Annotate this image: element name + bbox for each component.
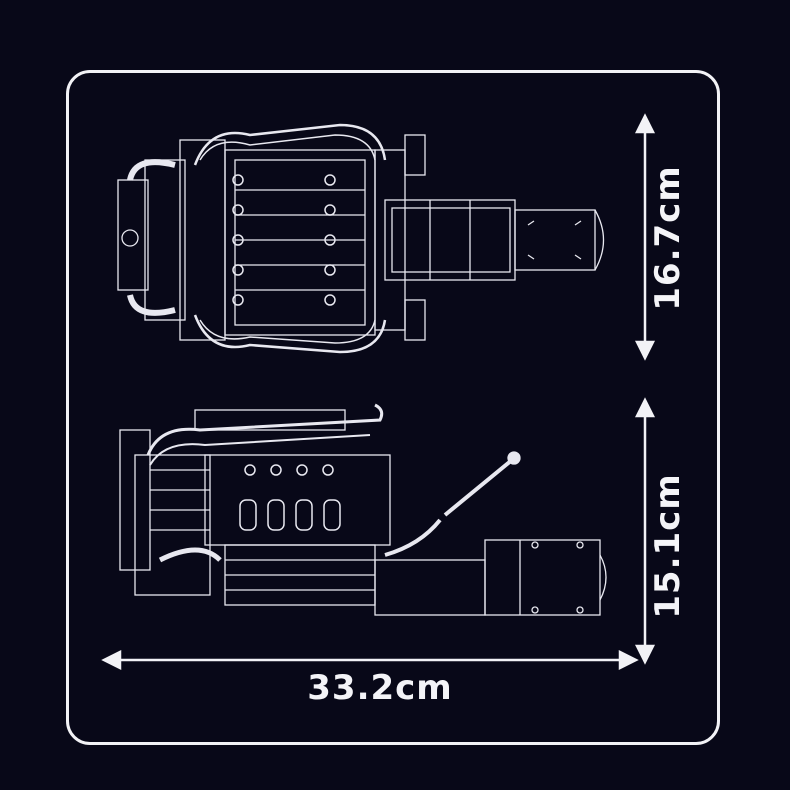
width-label: 33.2cm [307, 668, 453, 708]
bottom-height-label: 15.1cm [648, 473, 688, 619]
engine-top-view [117, 123, 605, 354]
dimension-arrows [101, 113, 656, 671]
frame-border [66, 70, 720, 745]
top-height-label: 16.7cm [648, 165, 688, 311]
engine-side-view [119, 403, 607, 616]
